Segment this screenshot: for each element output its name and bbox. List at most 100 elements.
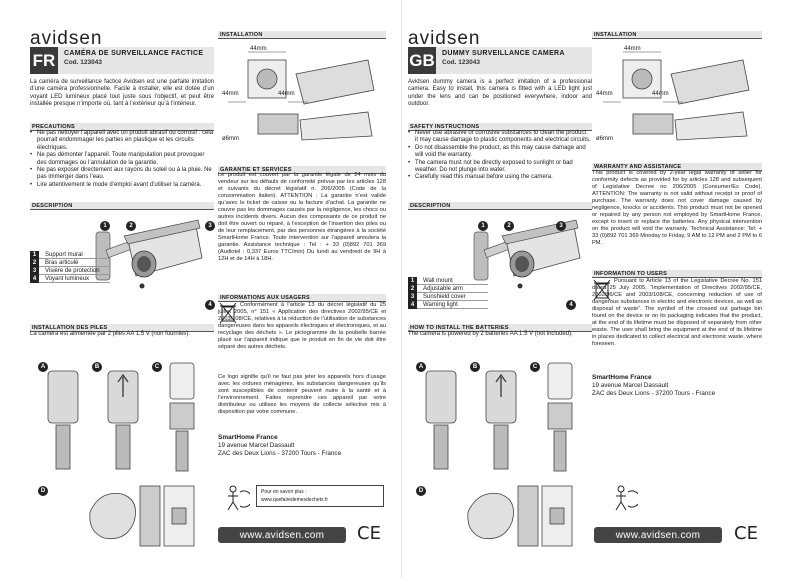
gb-street: 19 avenue Marcel Dassault — [592, 382, 669, 389]
fr-batteries-heading: INSTALLATION DES PILES — [30, 324, 214, 332]
fr-step-a: A — [38, 362, 48, 372]
gb-warranty-text: This product is covered by 2-year legal … — [592, 170, 762, 246]
fr-more-info-box: Pour en savoir plus : www.quefairedemesd… — [256, 485, 384, 507]
list-item: Ne pas démonter l’appareil. Toute manipu… — [30, 152, 214, 167]
gb-callout-2: 2 — [504, 221, 514, 231]
gb-callout-1: 1 — [478, 221, 488, 231]
fr-callout-2: 2 — [126, 221, 136, 231]
gb-step-a: A — [416, 362, 426, 372]
fr-flag: FR — [30, 47, 58, 74]
fr-intro: La caméra de surveillance factice Avidse… — [30, 79, 214, 108]
gb-flag: GB — [408, 47, 436, 74]
gb-batteries-text: The camera is powered by 2 batteries AA … — [408, 331, 573, 337]
fr-callout-4: 4 — [205, 300, 215, 310]
gb-dim-right: 44mm — [652, 91, 669, 97]
fr-title-box: CAMÉRA DE SURVEILLANCE FACTICE Cod. 1230… — [58, 47, 214, 74]
fr-company-name: SmartHome France — [218, 434, 278, 441]
fr-precautions-list: Ne pas nettoyer l’appareil avec un produ… — [30, 130, 214, 190]
gb-users-text: Pursuant to Article 13 of the Legislativ… — [592, 278, 762, 347]
fr-callout-1: 1 — [100, 221, 110, 231]
list-item: Carefully read this manual before using … — [408, 174, 592, 182]
gb-warranty-heading: WARRANTY AND ASSISTANCE — [592, 163, 762, 171]
gb-address: SmartHome France 19 avenue Marcel Dassau… — [592, 374, 762, 398]
fr-step-c: C — [152, 362, 162, 372]
gb-users-heading: INFORMATION TO USERS — [592, 270, 762, 278]
fr-users-heading: INFORMATIONS AUX USAGERS — [218, 294, 386, 302]
fr-users-text-1: Conformément à l’article 13 du décret lé… — [218, 302, 386, 350]
fr-warranty-heading: GARANTIE ET SERVICES — [218, 166, 386, 174]
fr-screw-size: ø6mm — [222, 136, 239, 142]
fr-description-heading: DESCRIPTION — [30, 202, 214, 210]
gb-safety-list: Never use abrasive or corrosive substanc… — [408, 130, 592, 182]
gb-description-heading: DESCRIPTION — [408, 202, 592, 210]
gb-step-d-illustration — [467, 485, 573, 547]
fr-street: 19 avenue Marcel Dassault — [218, 442, 295, 449]
gb-step-b: B — [470, 362, 480, 372]
page-gb: avidsen GB DUMMY SURVEILLANCE CAMERA Cod… — [402, 0, 802, 578]
list-item: Never use abrasive or corrosive substanc… — [408, 130, 592, 145]
fr-battery-steps-illustration — [47, 362, 195, 472]
fr-installation-illustration — [228, 51, 375, 141]
gb-product-title: DUMMY SURVEILLANCE CAMERA — [442, 50, 565, 57]
fr-users-text-2: Ce logo signifie qu’il ne faut pas jeter… — [218, 374, 386, 415]
fr-address: SmartHome France 19 avenue Marcel Dassau… — [218, 434, 386, 458]
gb-dim-top: 44mm — [624, 46, 641, 52]
crossed-bin-icon — [593, 279, 611, 301]
crossed-bin-icon — [219, 302, 237, 324]
gb-batteries-heading: HOW TO INSTALL THE BATTERIES — [408, 324, 592, 332]
fr-more-info-label: Pour en savoir plus : — [261, 489, 307, 495]
fr-website-link[interactable]: www.avidsen.com — [218, 527, 346, 543]
fr-camera-illustration — [95, 219, 203, 289]
fr-installation-heading: INSTALLATION — [218, 31, 386, 39]
gb-installation-heading: INSTALLATION — [592, 31, 762, 39]
fr-dim-right: 44mm — [278, 91, 295, 97]
page-fr: avidsen FR CAMÉRA DE SURVEILLANCE FACTIC… — [0, 0, 402, 578]
gb-title-box: DUMMY SURVEILLANCE CAMERA Cod. 123043 — [436, 47, 592, 74]
gb-step-d: D — [416, 486, 426, 496]
fr-ce-mark: CE — [357, 523, 381, 544]
gb-website-link[interactable]: www.avidsen.com — [594, 527, 722, 543]
gb-ce-mark: CE — [734, 523, 758, 544]
triman-recycling-icon — [227, 485, 250, 511]
triman-recycling-icon — [615, 485, 638, 511]
gb-logo: avidsen — [408, 28, 481, 49]
fr-title-block: FR CAMÉRA DE SURVEILLANCE FACTICE Cod. 1… — [30, 47, 214, 74]
fr-callout-3: 3 — [205, 221, 215, 231]
fr-step-d-illustration — [89, 485, 195, 547]
gb-step-c: C — [530, 362, 540, 372]
list-item: Lire attentivement le mode d’emploi avan… — [30, 182, 214, 190]
gb-product-code: Cod. 123043 — [442, 59, 480, 66]
fr-logo: avidsen — [30, 28, 103, 49]
fr-dim-left: 44mm — [222, 91, 239, 97]
list-item: Ne pas exposer directement aux rayons du… — [30, 167, 214, 182]
gb-installation-illustration — [603, 51, 750, 141]
gb-city: ZAC des Deux Lions - 37200 Tours - Franc… — [592, 390, 716, 397]
list-item: The camera must not be directly exposed … — [408, 160, 592, 175]
list-item: Do not disassemble the product, as this … — [408, 145, 592, 160]
fr-dim-top: 44mm — [250, 46, 267, 52]
fr-step-d: D — [38, 486, 48, 496]
fr-product-code: Cod. 123043 — [64, 59, 102, 66]
gb-company-name: SmartHome France — [592, 374, 652, 381]
page-fold — [401, 0, 402, 578]
gb-title-block: GB DUMMY SURVEILLANCE CAMERA Cod. 123043 — [408, 47, 592, 74]
fr-warranty-text: Le produit est couvert par la garantie l… — [218, 172, 386, 262]
fr-city: ZAC des Deux Lions - 37200 Tours - Franc… — [218, 450, 342, 457]
fr-product-title: CAMÉRA DE SURVEILLANCE FACTICE — [64, 50, 204, 57]
fr-more-info-link[interactable]: www.quefairedemesdechets.fr — [261, 497, 328, 503]
gb-callout-3: 3 — [556, 221, 566, 231]
gb-callout-4: 4 — [566, 300, 576, 310]
fr-batteries-text: La caméra est alimentée par 2 piles AA 1… — [30, 331, 191, 337]
fr-step-b: B — [92, 362, 102, 372]
gb-dim-left: 44mm — [596, 91, 613, 97]
gb-intro: Avidsen dummy camera is a perfect imitat… — [408, 79, 592, 108]
gb-screw-size: ø6mm — [596, 136, 613, 142]
